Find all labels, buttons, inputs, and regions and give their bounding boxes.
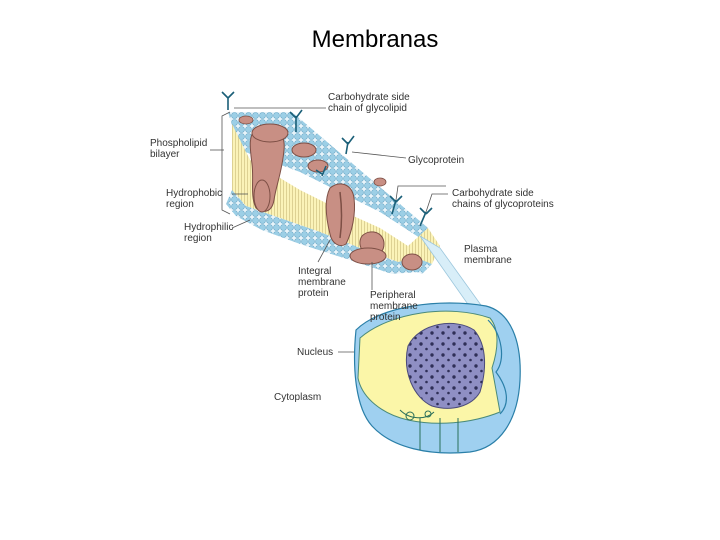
glycolipid-chain-1 xyxy=(221,91,235,110)
cell-cutaway xyxy=(353,302,521,454)
label-phospholipid-bilayer: Phospholipid bilayer xyxy=(150,138,208,160)
glycoprotein-chain-1 xyxy=(341,135,355,155)
leader-lines xyxy=(210,107,448,353)
glycoprotein-chain-4 xyxy=(419,207,433,227)
label-nucleus: Nucleus xyxy=(297,347,334,358)
protein-cluster-top xyxy=(291,142,317,158)
label-plasma-membrane: Plasma membrane xyxy=(464,244,512,266)
membrane-proteins xyxy=(238,115,423,271)
surface-bump-2 xyxy=(238,115,254,125)
label-integral-membrane-protein: Integral membrane protein xyxy=(298,266,346,299)
label-cytoplasm: Cytoplasm xyxy=(274,392,322,403)
label-hydrophobic-region: Hydrophobic region xyxy=(166,188,223,210)
tip-protein xyxy=(401,253,423,271)
channel-protein xyxy=(325,183,355,247)
label-glycoprotein: Glycoprotein xyxy=(408,155,465,166)
label-peripheral-membrane-protein: Peripheral membrane protein xyxy=(370,290,418,323)
glycoprotein-chain-3 xyxy=(389,195,403,215)
label-carbohydrate-glycoproteins: Carbohydrate side chains of glycoprotein… xyxy=(452,188,554,210)
surface-bump-1 xyxy=(373,177,387,187)
channel-protein-groove xyxy=(339,191,343,239)
label-carbohydrate-glycolipid: Carbohydrate side chain of glycolipid xyxy=(328,92,410,114)
nucleus xyxy=(406,323,486,409)
lower-protein xyxy=(253,179,271,213)
carbohydrate-chains xyxy=(221,91,433,227)
glycoprotein-chain-2 xyxy=(315,165,327,177)
glycolipid-chain-2 xyxy=(289,109,303,132)
bilayer-front-tails xyxy=(232,124,416,262)
integral-protein-cap xyxy=(251,123,289,143)
cytoskeleton-lines xyxy=(399,409,459,452)
slide-title: Membranas xyxy=(311,26,439,53)
label-hydrophilic-region: Hydrophilic region xyxy=(184,222,234,244)
cell-cut-edge xyxy=(487,319,507,415)
peripheral-protein-base xyxy=(349,247,387,265)
